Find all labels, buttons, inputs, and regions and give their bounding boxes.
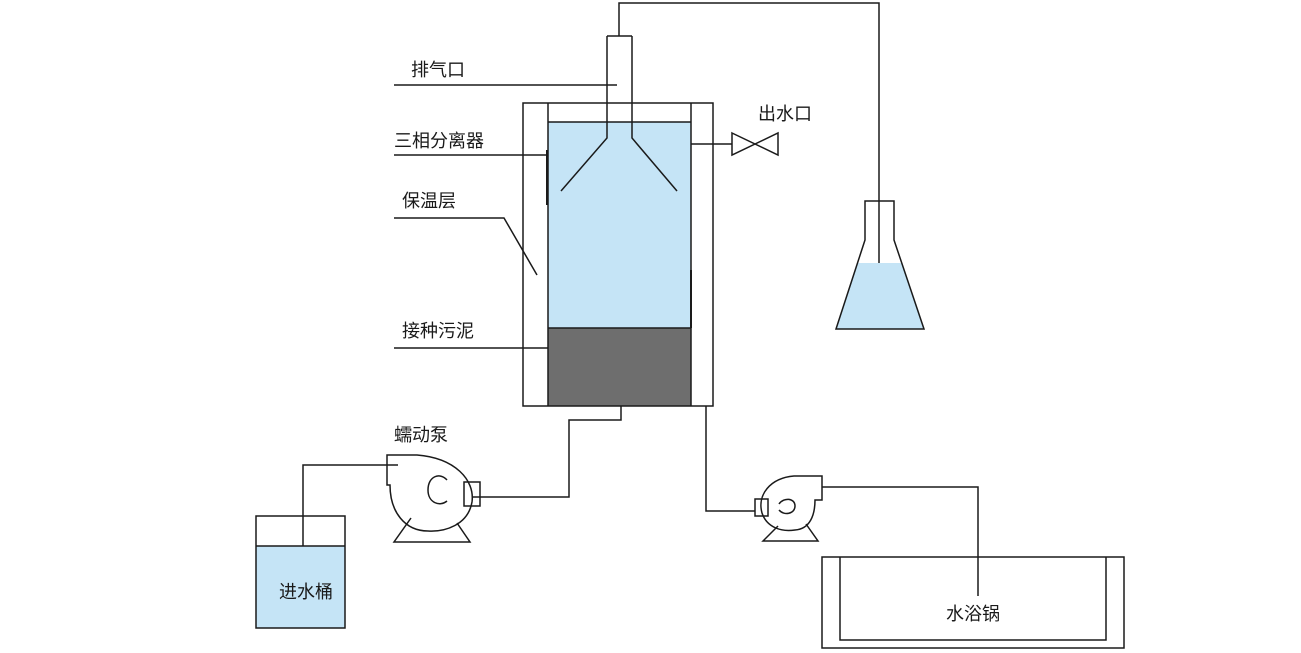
label-insulation-layer: 保温层: [402, 191, 456, 212]
label-water-bath: 水浴锅: [946, 604, 1000, 625]
leader-insulation: [394, 217, 538, 276]
bucket-outline: [255, 515, 346, 629]
pump2-base: [761, 523, 820, 542]
bath-outer: [821, 556, 1125, 649]
pump2-rotor: [778, 498, 796, 515]
label-three-phase-separator: 三相分离器: [394, 131, 484, 152]
pump2-port: [754, 498, 769, 517]
inoculated-sludge-layer: [548, 328, 691, 406]
water-bath: [821, 556, 1125, 649]
separator-hood: [560, 36, 678, 192]
flask-outline: [834, 200, 926, 330]
inlet-line-bucket-to-pump: [302, 464, 398, 546]
inlet-line-pump-to-reactor: [472, 406, 622, 498]
gas-collection-flask: [834, 200, 926, 330]
insulation-outer-wall: [522, 102, 714, 407]
flask-liquid: [836, 263, 924, 329]
label-peristaltic-pump: 蠕动泵: [394, 425, 448, 446]
bath-inner: [839, 557, 1107, 641]
bucket-water: [256, 546, 345, 628]
label-inlet-bucket: 进水桶: [279, 582, 333, 603]
reactor: [522, 102, 714, 407]
label-inoculated-sludge: 接种污泥: [402, 321, 474, 342]
gas-line-to-flask: [618, 2, 880, 263]
circulation-pump[interactable]: [754, 475, 823, 542]
pump-base: [392, 517, 472, 543]
label-gas-outlet: 排气口: [411, 60, 465, 81]
peristaltic-pump[interactable]: [386, 454, 481, 543]
pump-rotor: [427, 475, 448, 505]
water-outlet-valve[interactable]: [691, 131, 779, 157]
label-water-outlet: 出水口: [758, 104, 812, 125]
valve-icon[interactable]: [731, 131, 779, 157]
leader-lines: [394, 84, 617, 349]
inlet-bucket: [255, 515, 346, 629]
pump-body: [386, 454, 473, 532]
circ-line-pump-to-bath: [822, 486, 979, 596]
pump-port: [463, 481, 481, 507]
reactor-liquid: [548, 122, 691, 328]
pump2-body: [760, 475, 823, 532]
circ-line-reactor-to-pump: [705, 406, 755, 512]
